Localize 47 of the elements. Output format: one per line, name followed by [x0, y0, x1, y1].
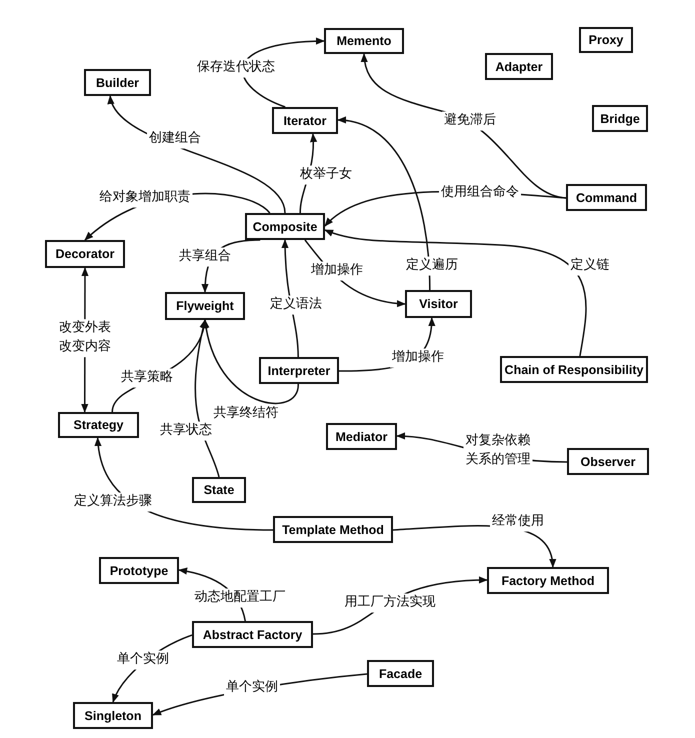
edge-label: 保存迭代状态	[195, 58, 277, 78]
pattern-box: Chain of Responsibility	[500, 356, 648, 383]
pattern-box: Prototype	[99, 557, 179, 584]
edge-label: 经常使用	[490, 512, 546, 532]
pattern-box: Singleton	[73, 702, 153, 729]
edge-label: 定义语法	[268, 296, 324, 314]
arrow	[202, 319, 299, 404]
pattern-box: State	[192, 477, 246, 503]
edge-label: 共享策略	[119, 368, 175, 388]
pattern-box: Mediator	[326, 423, 397, 450]
edge-label: 定义链	[568, 256, 612, 276]
edge-label: 改变外表改变内容	[57, 319, 113, 357]
edge-label: 枚举子女	[298, 166, 354, 184]
pattern-box: Abstract Factory	[192, 621, 313, 648]
edge-label: 动态地配置工厂	[192, 588, 288, 608]
pattern-box: Adapter	[485, 53, 553, 80]
pattern-box: Bridge	[592, 105, 648, 132]
edge-label: 共享状态	[158, 422, 214, 440]
pattern-box: Template Method	[273, 516, 393, 543]
edge-label: 共享组合	[177, 248, 233, 266]
pattern-box: Strategy	[58, 412, 139, 438]
edge-label: 定义遍历	[404, 256, 460, 276]
edge-label: 用工厂方法实现	[342, 594, 438, 612]
pattern-box: Iterator	[272, 107, 338, 134]
edge-label: 增加操作	[309, 262, 365, 280]
pattern-box: Proxy	[579, 27, 633, 53]
pattern-box: Interpreter	[259, 357, 339, 384]
edge-label: 定义算法步骤	[72, 492, 154, 512]
arrow	[337, 117, 431, 290]
edge-label: 避免滞后	[442, 112, 498, 130]
pattern-box: Memento	[324, 28, 404, 54]
pattern-box: Factory Method	[487, 567, 609, 594]
arrow	[194, 319, 220, 478]
pattern-box: Composite	[245, 213, 325, 240]
edge-label: 给对象增加职责	[98, 188, 192, 208]
arrow	[324, 229, 587, 356]
pattern-box: Command	[566, 184, 647, 211]
pattern-box: Visitor	[405, 290, 472, 318]
edge-label: 增加操作	[390, 348, 446, 368]
edge-label: 创建组合	[147, 130, 203, 148]
pattern-box: Observer	[567, 448, 649, 475]
pattern-box: Builder	[84, 69, 151, 96]
edge-label: 单个实例	[224, 678, 280, 698]
pattern-box: Decorator	[45, 240, 125, 268]
pattern-box: Facade	[367, 660, 434, 687]
edge-label: 单个实例	[115, 650, 171, 670]
pattern-box: Flyweight	[165, 292, 245, 320]
